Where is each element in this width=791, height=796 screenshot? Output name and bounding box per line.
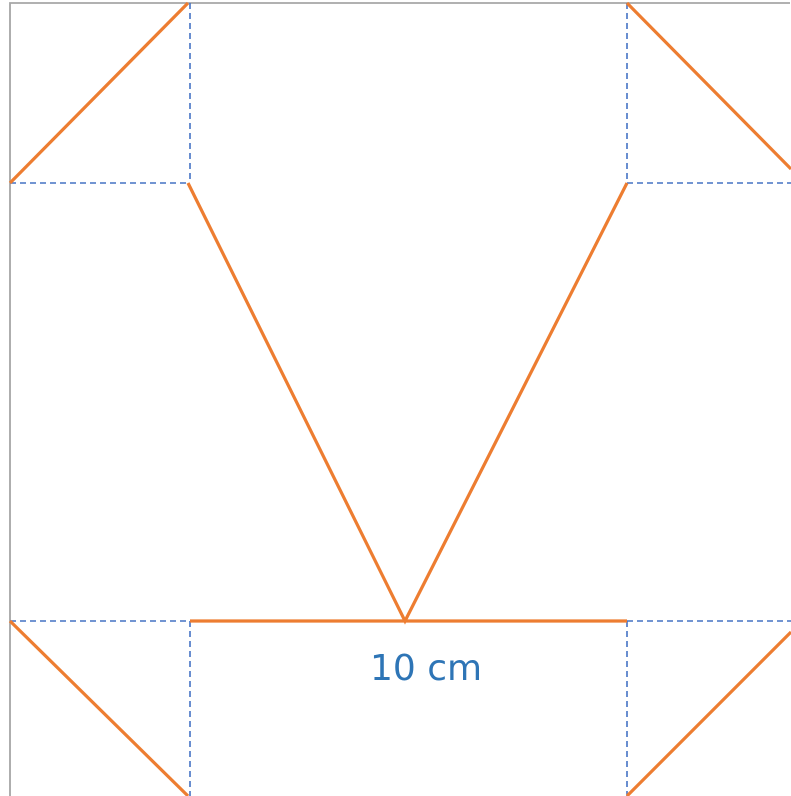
cut-line-top-left-diagonal xyxy=(8,1,190,185)
cut-line-center-v xyxy=(186,182,629,625)
dimension-label: 10 cm xyxy=(370,648,482,689)
cut-line-top-right-diagonal xyxy=(625,1,791,171)
cut-line-bottom-left-diagonal xyxy=(8,619,190,796)
cut-line-bottom-right-diagonal xyxy=(625,630,791,796)
square-frame xyxy=(9,2,790,796)
